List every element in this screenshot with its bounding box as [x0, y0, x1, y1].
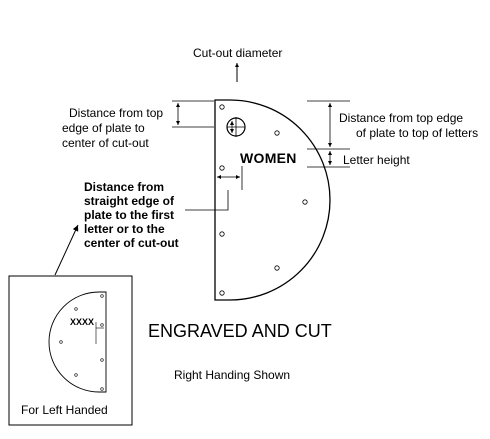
inset-mounting-holes — [59, 294, 104, 391]
left-handed-caption: For Left Handed — [21, 403, 108, 417]
letter-height-label: Letter height — [343, 153, 410, 167]
engraved-and-cut-caption: ENGRAVED AND CUT — [148, 321, 332, 341]
distance-top-letters-label: Distance from top edge of plate to top o… — [339, 111, 478, 140]
left-handed-plate — [48, 291, 107, 393]
mounting-hole — [219, 290, 225, 296]
mounting-hole — [59, 340, 63, 344]
distance-straight-edge-label: Distance from straight edge of plate to … — [84, 180, 179, 250]
mounting-hole — [100, 358, 104, 362]
right-handing-caption: Right Handing Shown — [174, 368, 290, 382]
mounting-hole — [100, 323, 104, 327]
mounting-hole — [302, 199, 308, 205]
inset-pointer-arrow — [54, 224, 79, 276]
straight-edge-leader — [185, 190, 229, 211]
mounting-hole — [219, 231, 225, 237]
mounting-holes — [219, 104, 308, 296]
mounting-hole — [274, 265, 280, 271]
mounting-hole — [274, 130, 280, 136]
mounting-hole — [74, 373, 78, 377]
mounting-hole — [219, 165, 225, 171]
cutout-diameter-label: Cut-out diameter — [193, 46, 282, 60]
mounting-hole — [74, 307, 78, 311]
distance-top-center-label: Distance from top edge of plate to cente… — [62, 106, 166, 150]
mounting-hole — [219, 104, 225, 110]
main-plate — [214, 99, 331, 301]
plate-text-women: WOMEN — [240, 150, 297, 166]
inset-placeholder-text: XXXX — [70, 317, 94, 327]
mounting-hole — [100, 294, 104, 298]
mounting-hole — [100, 387, 104, 391]
